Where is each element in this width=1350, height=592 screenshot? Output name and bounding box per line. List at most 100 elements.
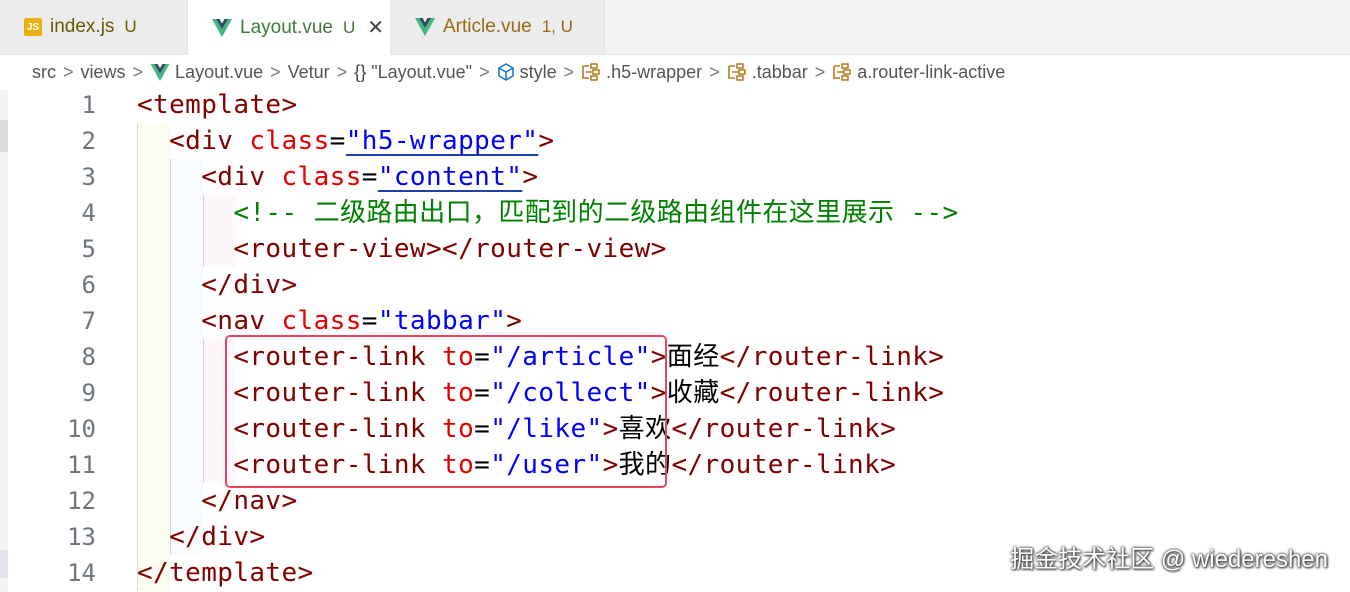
line-number: 3 — [81, 163, 96, 191]
code-text: </div> — [137, 267, 298, 303]
line-number: 12 — [67, 487, 96, 515]
code-text: <router-view></router-view> — [137, 231, 667, 267]
code-text: <div class="h5-wrapper"> — [137, 123, 554, 159]
code-text: </nav> — [137, 483, 298, 519]
code-token: to — [442, 414, 475, 444]
code-line[interactable]: 1 <template> — [0, 87, 1350, 123]
line-number: 1 — [81, 91, 96, 119]
breadcrumb-separator: > — [709, 61, 720, 82]
breadcrumb: src > views > Layout.vue > Vetur > {} "L… — [0, 54, 1350, 90]
code-line[interactable]: 12 </nav> — [0, 483, 1350, 519]
selector-icon — [727, 63, 747, 81]
breadcrumb-item-router-link-active[interactable]: a.router-link-active — [857, 61, 1006, 82]
tab-label: index.js — [50, 16, 115, 37]
code-line[interactable]: 5 <router-view></router-view> — [0, 231, 1350, 267]
code-line[interactable]: 3 <div class="content"> — [0, 159, 1350, 195]
line-number: 11 — [67, 451, 96, 479]
tab-status-badge: U — [124, 17, 137, 36]
code-line[interactable]: 6 </div> — [0, 267, 1350, 303]
gutter-marker — [0, 120, 8, 152]
braces-icon: {} — [354, 61, 367, 82]
code-token: "h5-wrapper" — [345, 126, 539, 156]
code-line[interactable]: 11 <router-link to="/user">我的</router-li… — [0, 447, 1350, 483]
code-token: </router-link> — [719, 378, 945, 408]
code-token: > — [650, 378, 667, 408]
gutter-marker — [0, 550, 8, 578]
line-number: 13 — [67, 523, 96, 551]
breadcrumb-item-h5-wrapper[interactable]: .h5-wrapper — [606, 61, 703, 82]
code-editor[interactable]: 1<template>2 <div class="h5-wrapper">3 <… — [0, 87, 1350, 592]
code-token: "content" — [377, 162, 523, 192]
activity-edge — [0, 90, 8, 592]
code-line[interactable]: 14 </template> — [0, 555, 1350, 591]
code-line[interactable]: 8 <router-link to="/article">面经</router-… — [0, 339, 1350, 375]
breadcrumb-separator: > — [270, 61, 281, 82]
tab-index-js[interactable]: JS index.js U — [0, 0, 188, 54]
code-token: "/article" — [490, 342, 651, 372]
code-token: <nav — [137, 306, 282, 336]
code-token: <router-link — [137, 378, 443, 408]
editor-tab-bar: JS index.js U Layout.vue U ✕ Article.vue… — [0, 0, 1350, 55]
code-text: <nav class="tabbar"> — [137, 303, 522, 339]
code-token: > — [506, 306, 523, 336]
code-token: <router-link — [137, 414, 443, 444]
code-text: </template> — [137, 555, 314, 591]
code-token: > — [522, 162, 539, 192]
breadcrumb-item-views[interactable]: views — [80, 61, 126, 82]
code-token: = — [329, 126, 346, 156]
code-token: </nav> — [137, 486, 298, 516]
code-token: </div> — [137, 270, 298, 300]
breadcrumb-separator: > — [479, 61, 490, 82]
breadcrumb-separator: > — [63, 61, 74, 82]
code-line[interactable]: 2 <div class="h5-wrapper"> — [0, 123, 1350, 159]
code-token: = — [361, 306, 378, 336]
code-token: to — [442, 378, 475, 408]
code-text: <router-link to="/article">面经</router-li… — [137, 339, 944, 375]
breadcrumb-item-layout-vue[interactable]: Layout.vue — [175, 61, 264, 82]
js-file-icon: JS — [24, 18, 42, 36]
code-token: </template> — [137, 558, 314, 588]
code-token: 我的 — [618, 450, 672, 480]
code-token: 喜欢 — [618, 414, 672, 444]
tab-status-badge: 1, U — [541, 17, 573, 36]
breadcrumb-item-vetur[interactable]: Vetur — [287, 61, 330, 82]
code-token: </router-link> — [719, 342, 945, 372]
highlight-box — [225, 335, 667, 488]
vue-file-icon — [212, 18, 232, 37]
code-token: > — [650, 342, 667, 372]
breadcrumb-item-src[interactable]: src — [32, 61, 56, 82]
code-token: "tabbar" — [377, 306, 507, 336]
code-line[interactable]: 9 <router-link to="/collect">收藏</router-… — [0, 375, 1350, 411]
code-token: class — [281, 162, 362, 192]
code-line[interactable]: 4 <!-- 二级路由出口，匹配到的二级路由组件在这里展示 --> — [0, 195, 1350, 231]
tab-status-badge: U — [342, 17, 356, 37]
line-number: 14 — [67, 559, 96, 587]
line-number: 9 — [81, 379, 96, 407]
tab-label: Article.vue — [443, 16, 532, 37]
indent-shade — [137, 123, 170, 591]
code-token: 面经 — [666, 342, 720, 372]
code-text: <router-link to="/user">我的</router-link> — [137, 447, 896, 483]
tab-article-vue[interactable]: Article.vue 1, U — [391, 0, 605, 54]
code-text: </div> — [137, 519, 265, 555]
code-token: "/like" — [490, 414, 603, 444]
code-text: <router-link to="/like">喜欢</router-link> — [137, 411, 896, 447]
breadcrumb-item-style[interactable]: style — [519, 61, 557, 82]
code-line[interactable]: 7 <nav class="tabbar"> — [0, 303, 1350, 339]
code-token: to — [442, 342, 475, 372]
tab-layout-vue[interactable]: Layout.vue U ✕ — [188, 0, 391, 55]
code-token: class — [249, 126, 330, 156]
code-line[interactable]: 13 </div> — [0, 519, 1350, 555]
code-token: </router-link> — [671, 450, 897, 480]
selector-icon — [581, 63, 601, 81]
code-text: <!-- 二级路由出口，匹配到的二级路由组件在这里展示 --> — [137, 195, 959, 231]
line-number: 8 — [81, 343, 96, 371]
code-token: <template> — [137, 90, 298, 120]
breadcrumb-item-tabbar[interactable]: .tabbar — [751, 61, 808, 82]
code-token: = — [474, 342, 491, 372]
breadcrumb-item-layout-module[interactable]: "Layout.vue" — [371, 61, 473, 82]
vue-file-icon — [150, 63, 170, 81]
close-icon[interactable]: ✕ — [367, 17, 385, 39]
code-line[interactable]: 10 <router-link to="/like">喜欢</router-li… — [0, 411, 1350, 447]
cube-icon — [497, 63, 515, 81]
